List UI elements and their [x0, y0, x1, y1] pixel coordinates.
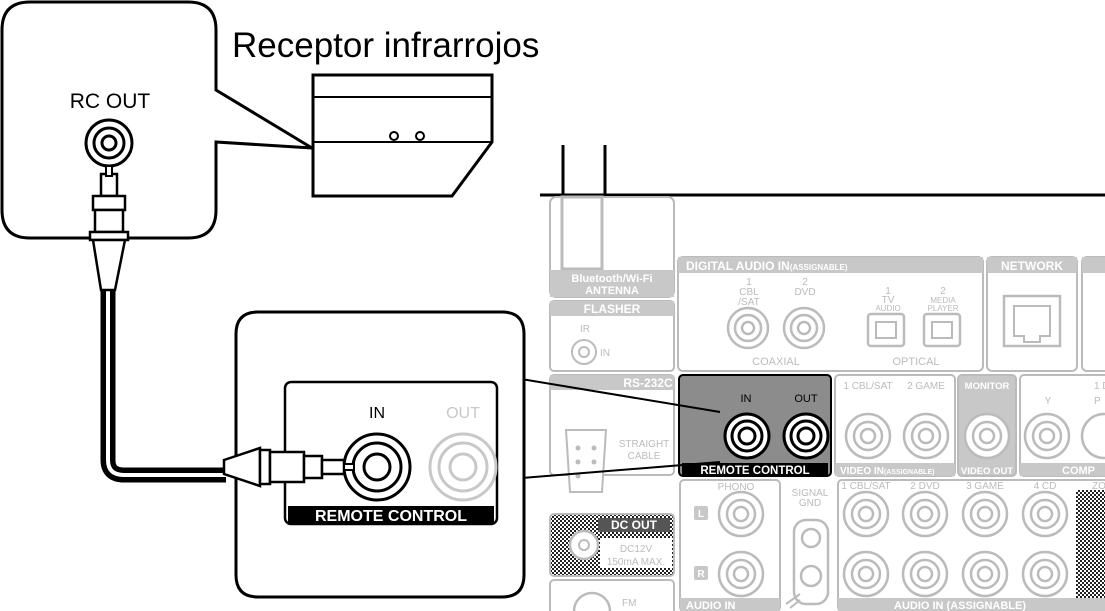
video-in-label: VIDEO IN(ASSIGNABLE) — [840, 466, 934, 477]
zoom-in-jack-icon — [342, 432, 412, 502]
antenna-label: ANTENNA — [585, 285, 639, 297]
audio-in-jacks-icon — [842, 490, 1069, 598]
panel-rc-in-label: IN — [741, 393, 752, 405]
svg-text:/SAT: /SAT — [738, 297, 759, 308]
svg-text:SIGNAL: SIGNAL — [792, 488, 829, 499]
svg-text:FM: FM — [622, 598, 636, 609]
svg-text:4 CD: 4 CD — [1034, 481, 1057, 492]
svg-text:1 D: 1 D — [1094, 381, 1105, 392]
rear-panel: Bluetooth/Wi-Fi ANTENNA FLASHER IR IN DI… — [540, 145, 1105, 611]
ethernet-port-icon — [1002, 294, 1062, 348]
monitor-label: MONITOR — [965, 381, 1010, 392]
coaxial-jack-1-icon — [726, 306, 770, 350]
rc-out-jack-icon — [84, 118, 134, 168]
ir-label: IR — [580, 324, 590, 335]
video-out-label: VIDEO OUT — [961, 466, 1013, 477]
svg-text:DVD: DVD — [794, 287, 815, 298]
flasher-in-label: IN — [600, 348, 610, 359]
ground-terminal-icon — [785, 518, 830, 609]
svg-text:CABLE: CABLE — [628, 451, 661, 462]
phono-jack-l-icon — [717, 490, 765, 538]
optical-jack-1-icon — [866, 312, 906, 348]
ir-receiver-title: Receptor infrarrojos — [232, 26, 539, 65]
coaxial-jack-2-icon — [782, 306, 826, 350]
callout-rc-out: RC OUT — [0, 0, 313, 240]
svg-text:PLAYER: PLAYER — [928, 304, 959, 313]
rca-cable — [88, 165, 226, 483]
rca-plug-side-icon — [222, 446, 355, 488]
svg-text:3 GAME: 3 GAME — [966, 481, 1004, 492]
svg-text:1 CBL/SAT: 1 CBL/SAT — [843, 381, 892, 392]
svg-text:1: 1 — [746, 277, 752, 288]
zoom-in-label: IN — [369, 405, 385, 422]
zoom-remote-control-label: REMOTE CONTROL — [315, 508, 467, 525]
svg-text:1 CBL/SAT: 1 CBL/SAT — [841, 481, 890, 492]
optical-label: OPTICAL — [892, 356, 939, 368]
zoom-box-remote-control: IN OUT REMOTE CONTROL — [222, 310, 526, 599]
audio-in-assignable-label: AUDIO IN (ASSIGNABLE) — [894, 600, 1026, 611]
svg-text:PHONO: PHONO — [718, 482, 755, 493]
svg-text:1: 1 — [885, 286, 891, 297]
svg-text:ZO: ZO — [1092, 481, 1105, 492]
svg-text:2 GAME: 2 GAME — [907, 381, 945, 392]
video-out-jack-icon — [963, 412, 1011, 460]
coaxial-label: COAXIAL — [752, 356, 800, 368]
bt-antenna-label: Bluetooth/Wi-Fi — [571, 273, 652, 285]
zoom-connector-lines — [496, 374, 721, 481]
panel-remote-control-label: REMOTE CONTROL — [700, 465, 809, 477]
panel-rc-out-jack-icon — [782, 412, 830, 460]
phono-jack-r-icon — [717, 550, 765, 598]
svg-text:GND: GND — [799, 498, 821, 509]
flasher-label: FLASHER — [584, 302, 641, 316]
svg-text:P: P — [1094, 396, 1101, 407]
svg-text:2: 2 — [802, 277, 808, 288]
component-jack-y-icon — [1023, 412, 1071, 460]
ir-receiver-icon — [311, 73, 494, 198]
digital-audio-in-label: DIGITAL AUDIO IN(ASSIGNABLE) — [686, 259, 848, 273]
video-in-jack-1-icon — [844, 412, 892, 460]
panel-rc-out-label: OUT — [794, 393, 818, 405]
phono-audio-in-label: AUDIO IN — [686, 600, 736, 611]
zoom-out-label: OUT — [446, 405, 480, 422]
optical-jack-2-icon — [922, 312, 962, 348]
dc-out-label: DC OUT — [611, 518, 658, 532]
video-in-jack-2-icon — [902, 412, 950, 460]
svg-text:MEDIA: MEDIA — [930, 296, 956, 305]
svg-text:AUDIO: AUDIO — [875, 304, 900, 313]
svg-text:2: 2 — [940, 286, 946, 297]
network-label: NETWORK — [1001, 259, 1063, 273]
component-label: COMP — [1062, 465, 1095, 477]
rs232c-label: RS-232C — [623, 376, 673, 390]
panel-rc-in-jack-icon — [723, 412, 771, 460]
svg-text:R: R — [697, 569, 705, 580]
svg-text:DC12V: DC12V — [620, 544, 653, 555]
svg-text:TV: TV — [882, 295, 895, 306]
svg-text:STRAIGHT: STRAIGHT — [619, 439, 670, 450]
svg-text:150mA MAX.: 150mA MAX. — [607, 557, 665, 568]
rc-out-label: RC OUT — [70, 90, 151, 113]
svg-text:2 DVD: 2 DVD — [910, 481, 939, 492]
zoom-out-jack-icon — [428, 432, 498, 502]
rs232c-port-icon — [564, 429, 608, 493]
rca-plug-top-icon — [88, 165, 130, 292]
svg-text:CBL: CBL — [739, 287, 759, 298]
svg-text:L: L — [698, 509, 704, 520]
panel-remote-control-jacks: IN OUT REMOTE CONTROL — [678, 374, 832, 477]
svg-text:Y: Y — [1045, 396, 1052, 407]
